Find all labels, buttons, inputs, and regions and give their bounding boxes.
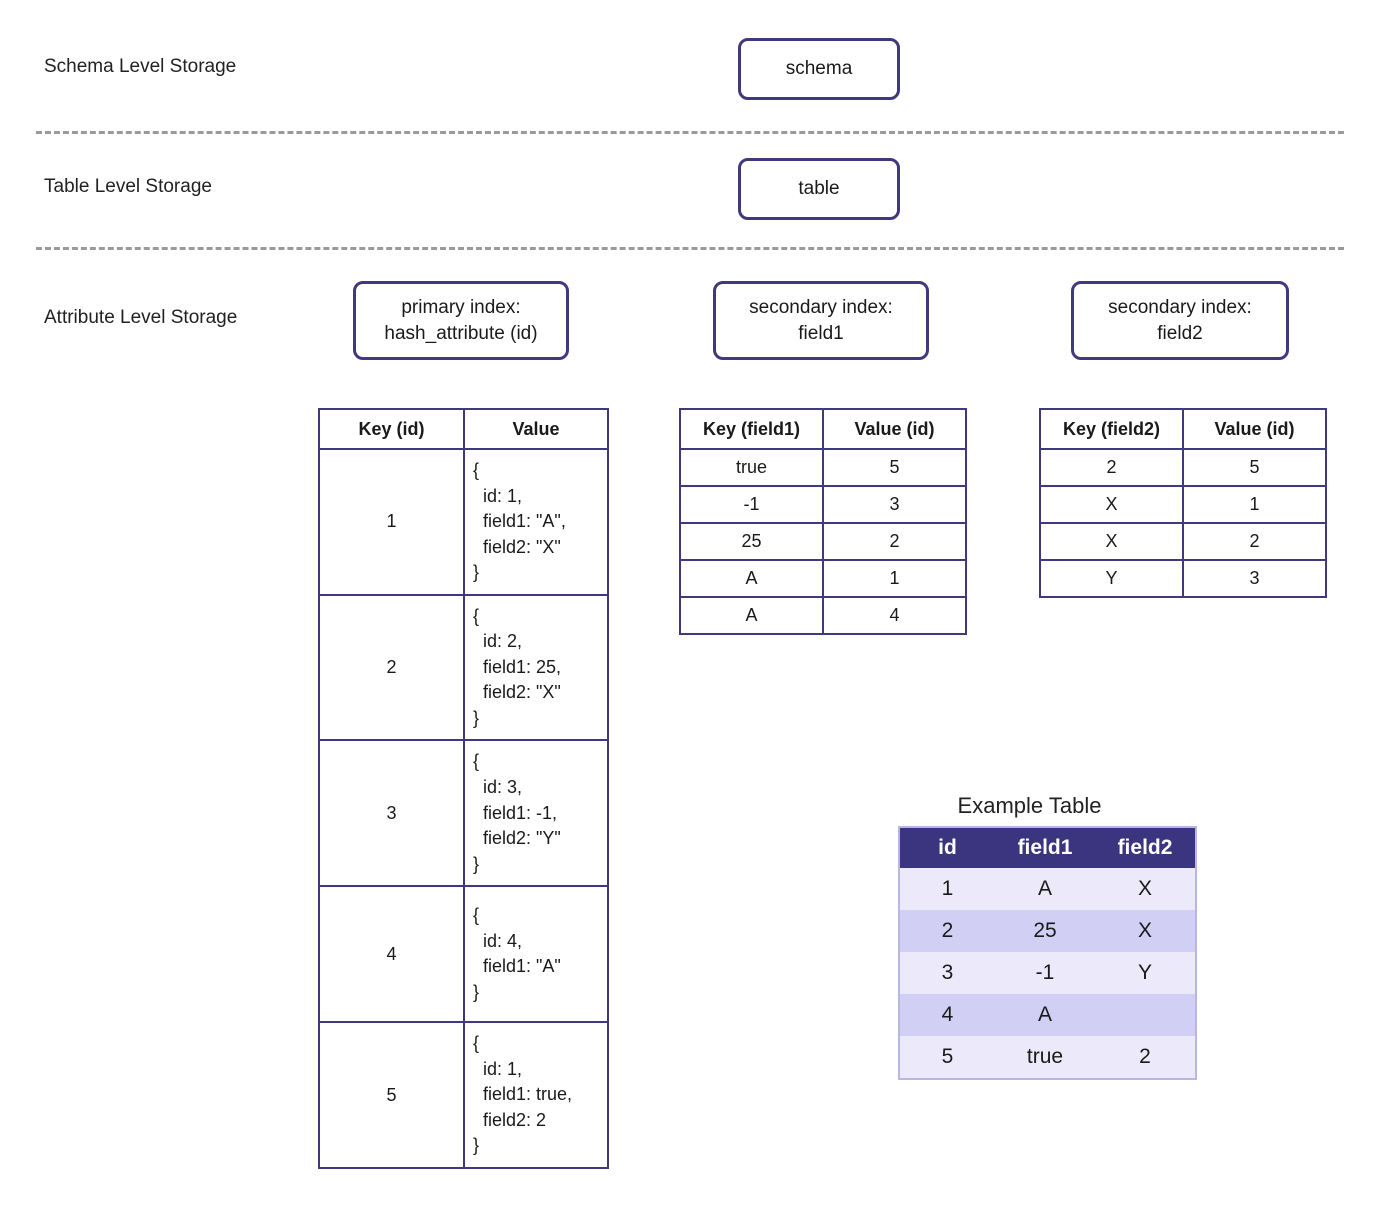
cell-value: { id: 3, field1: -1, field2: "Y" } (463, 739, 609, 888)
cell-value: 5 (1182, 448, 1327, 487)
table-row: 25 2 (679, 522, 967, 561)
secondary-index-field1-node-line2: field1 (798, 322, 844, 344)
cell-id: 5 (900, 1036, 995, 1078)
table-row: true 5 (679, 448, 967, 487)
secondary-index-field1-node-line1: secondary index: (749, 296, 893, 318)
cell-value: { id: 4, field1: "A" } (463, 885, 609, 1024)
column-header-value-id: Value (id) (1182, 408, 1327, 450)
schema-node-label: schema (785, 58, 853, 80)
cell-field2: X (1095, 910, 1195, 952)
cell-field2 (1095, 994, 1195, 1036)
table-row: 5 true 2 (900, 1036, 1195, 1078)
cell-key: X (1039, 485, 1184, 524)
primary-index-table: Key (id) Value 1 { id: 1, field1: "A", f… (318, 408, 609, 1169)
example-table: id field1 field2 1 A X 2 25 X 3 -1 Y 4 A… (900, 828, 1195, 1078)
cell-field2: Y (1095, 952, 1195, 994)
secondary-index-field1-node[interactable]: secondary index: field1 (713, 281, 929, 360)
cell-value: { id: 2, field1: 25, field2: "X" } (463, 593, 609, 742)
column-header-field2: field2 (1095, 828, 1195, 868)
table-row: 3 { id: 3, field1: -1, field2: "Y" } (318, 739, 609, 888)
table-row: 1 { id: 1, field1: "A", field2: "X" } (318, 448, 609, 596)
cell-key: 5 (318, 1021, 465, 1169)
table-row: 4 { id: 4, field1: "A" } (318, 885, 609, 1024)
cell-value: 3 (1182, 559, 1327, 598)
column-header-key-id: Key (id) (318, 408, 465, 450)
cell-key: A (679, 596, 824, 635)
cell-value: 1 (1182, 485, 1327, 524)
cell-field1: true (995, 1036, 1095, 1078)
cell-field1: A (995, 868, 1095, 910)
cell-field2: 2 (1095, 1036, 1195, 1078)
table-row: Y 3 (1039, 559, 1327, 598)
cell-field1: -1 (995, 952, 1095, 994)
cell-value: 3 (822, 485, 967, 524)
cell-key: 25 (679, 522, 824, 561)
cell-key: Y (1039, 559, 1184, 598)
table-row: A 4 (679, 596, 967, 635)
column-header-field1: field1 (995, 828, 1095, 868)
cell-value: { id: 1, field1: true, field2: 2 } (463, 1021, 609, 1169)
table-header-row: Key (field1) Value (id) (679, 408, 967, 450)
schema-node[interactable]: schema (738, 38, 900, 100)
table-row: 2 25 X (900, 910, 1195, 952)
column-header-id: id (900, 828, 995, 868)
secondary-index-field2-table: Key (field2) Value (id) 2 5 X 1 X 2 Y 3 (1039, 408, 1327, 598)
cell-key: 3 (318, 739, 465, 888)
table-row: X 1 (1039, 485, 1327, 524)
secondary-index-field2-node[interactable]: secondary index: field2 (1071, 281, 1289, 360)
column-header-value-id: Value (id) (822, 408, 967, 450)
primary-index-node-line2: hash_attribute (id) (384, 322, 538, 344)
cell-value: 2 (1182, 522, 1327, 561)
cell-key: A (679, 559, 824, 598)
table-row: -1 3 (679, 485, 967, 524)
divider-table-attribute (36, 247, 1344, 250)
schema-level-storage-label: Schema Level Storage (44, 56, 237, 77)
cell-id: 1 (900, 868, 995, 910)
table-header-row: Key (id) Value (318, 408, 609, 450)
column-header-value: Value (463, 408, 609, 450)
cell-field1: 25 (995, 910, 1095, 952)
secondary-index-field2-node-line1: secondary index: (1108, 296, 1252, 318)
cell-value: 5 (822, 448, 967, 487)
cell-key: 2 (1039, 448, 1184, 487)
secondary-index-field2-node-line2: field2 (1157, 322, 1203, 344)
table-level-storage-label: Table Level Storage (44, 176, 212, 197)
cell-key: true (679, 448, 824, 487)
table-row: 2 { id: 2, field1: 25, field2: "X" } (318, 593, 609, 742)
cell-key: -1 (679, 485, 824, 524)
primary-index-node-line1: primary index: (401, 296, 521, 318)
cell-key: X (1039, 522, 1184, 561)
table-node-label: table (798, 178, 840, 200)
column-header-key-field2: Key (field2) (1039, 408, 1184, 450)
table-row: A 1 (679, 559, 967, 598)
table-node[interactable]: table (738, 158, 900, 220)
cell-key: 4 (318, 885, 465, 1024)
table-row: 4 A (900, 994, 1195, 1036)
attribute-level-storage-label: Attribute Level Storage (44, 307, 238, 328)
cell-field2: X (1095, 868, 1195, 910)
table-header-row: id field1 field2 (900, 828, 1195, 868)
table-row: 1 A X (900, 868, 1195, 910)
table-row: X 2 (1039, 522, 1327, 561)
secondary-index-field1-table: Key (field1) Value (id) true 5 -1 3 25 2… (679, 408, 967, 635)
cell-id: 4 (900, 994, 995, 1036)
cell-value: 2 (822, 522, 967, 561)
cell-value: { id: 1, field1: "A", field2: "X" } (463, 448, 609, 596)
cell-id: 3 (900, 952, 995, 994)
cell-key: 2 (318, 593, 465, 742)
cell-value: 1 (822, 559, 967, 598)
primary-index-node[interactable]: primary index: hash_attribute (id) (353, 281, 569, 360)
column-header-key-field1: Key (field1) (679, 408, 824, 450)
table-row: 3 -1 Y (900, 952, 1195, 994)
table-row: 5 { id: 1, field1: true, field2: 2 } (318, 1021, 609, 1169)
table-header-row: Key (field2) Value (id) (1039, 408, 1327, 450)
cell-key: 1 (318, 448, 465, 596)
cell-value: 4 (822, 596, 967, 635)
cell-field1: A (995, 994, 1095, 1036)
example-table-title: Example Table (957, 793, 1102, 818)
divider-schema-table (36, 131, 1344, 134)
table-row: 2 5 (1039, 448, 1327, 487)
cell-id: 2 (900, 910, 995, 952)
